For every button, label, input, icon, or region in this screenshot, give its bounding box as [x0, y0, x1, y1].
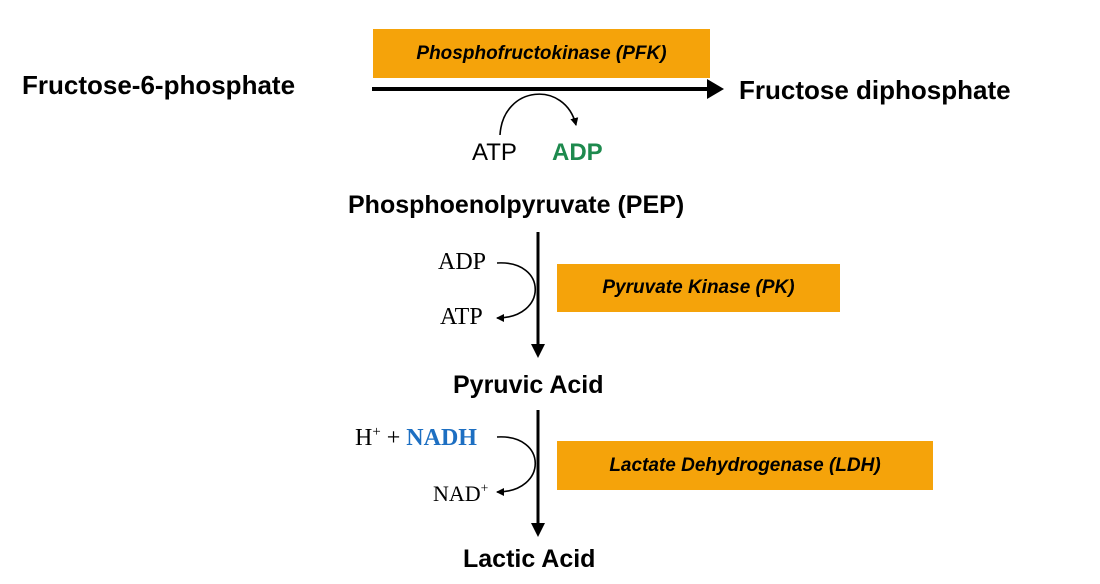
adp-atp-curve-arrow	[496, 262, 536, 322]
fructose-6-phosphate-label: Fructose-6-phosphate	[22, 70, 296, 100]
nadh-nad-curve-arrow	[496, 436, 536, 496]
pfk-enzyme-label: Phosphofructokinase (PFK)	[373, 29, 710, 78]
pfk-enzyme-text: Phosphofructokinase (PFK)	[416, 42, 667, 64]
h-ion-text: H	[355, 425, 373, 451]
atp-adp-curve-arrow	[499, 93, 579, 136]
ldh-enzyme-text: Lactate Dehydrogenase (LDH)	[609, 454, 881, 476]
ldh-enzyme-label: Lactate Dehydrogenase (LDH)	[557, 441, 933, 490]
atp-cofactor-label: ATP	[472, 139, 517, 166]
plus-sign: +	[386, 425, 401, 451]
adp-cofactor-label: ADP	[552, 139, 603, 166]
atp-output-label: ATP	[440, 304, 483, 330]
lactic-acid-label: Lactic Acid	[463, 545, 596, 573]
pk-enzyme-text: Pyruvate Kinase (PK)	[602, 277, 795, 298]
nad-text: NAD	[433, 481, 481, 506]
pyruvic-acid-label: Pyruvic Acid	[453, 371, 604, 399]
pep-label: Phosphoenolpyruvate (PEP)	[348, 191, 685, 219]
h-ion-charge: +	[372, 424, 381, 440]
nad-plus-label: NAD+	[433, 481, 488, 507]
nadh-text: NADH	[406, 425, 477, 451]
nad-charge: +	[480, 480, 489, 496]
h-plus-nadh-label: H+ + NADH	[355, 425, 477, 452]
adp-input-label: ADP	[438, 249, 487, 275]
fructose-diphosphate-label: Fructose diphosphate	[739, 75, 1011, 105]
pk-enzyme-label: Pyruvate Kinase (PK)	[557, 264, 840, 312]
